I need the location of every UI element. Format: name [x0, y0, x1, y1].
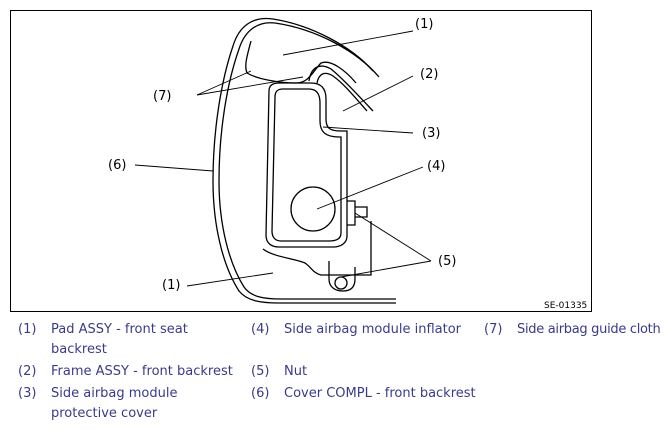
seat-diagram: (1) (2) (3) (4) (7) (6) (5) (1) SE-01335 — [108, 17, 587, 311]
lower-nut — [334, 276, 348, 290]
leader-6 — [134, 164, 214, 172]
leader-2 — [342, 75, 414, 112]
callout-5: (5) — [438, 254, 456, 269]
leader-4 — [316, 166, 424, 210]
protective-cover-inner — [271, 88, 342, 242]
backrest-outline — [212, 17, 396, 304]
figure-code: SE-01335 — [544, 301, 587, 311]
leader-5a — [354, 212, 432, 262]
leader-5b — [340, 260, 432, 278]
callout-6: (6) — [108, 158, 126, 173]
callout-2: (2) — [420, 67, 438, 82]
frame-assy-inner — [316, 72, 368, 112]
callout-1-bottom: (1) — [162, 278, 180, 293]
figure-frame: (1) (2) (3) (4) (7) (6) (5) (1) SE-01335 — [10, 10, 592, 312]
callout-4: (4) — [427, 159, 445, 174]
leader-3 — [322, 126, 414, 134]
mount-bracket — [347, 200, 356, 226]
backrest-outline-inner — [218, 22, 396, 300]
legend-text: protective cover — [51, 406, 158, 421]
callout-3: (3) — [422, 126, 440, 141]
callout-1-top: (1) — [415, 17, 433, 32]
legend-text: Frame ASSY - front backrest — [51, 364, 233, 379]
lower-frame — [328, 261, 356, 292]
legend-num: (2) — [18, 364, 37, 379]
legend-text: Cover COMPL - front backrest — [284, 386, 476, 401]
legend-num: (1) — [18, 322, 37, 337]
frame-assy — [308, 65, 374, 112]
inflator — [290, 186, 336, 232]
legend-num: (3) — [18, 386, 37, 401]
mount-stud — [355, 206, 368, 218]
callout-7: (7) — [153, 89, 171, 104]
lower-pad-contour — [262, 221, 372, 276]
protective-cover — [265, 82, 348, 248]
legend-text: backrest — [51, 342, 107, 357]
legend-text: Pad ASSY - front seat — [51, 322, 188, 337]
legend-text: Side airbag module inflator — [284, 322, 462, 337]
leader-7a — [196, 70, 252, 96]
leader-7b — [196, 76, 304, 96]
leader-1-top — [282, 30, 414, 56]
legend-text: Side airbag guide cloth — [517, 322, 661, 337]
legend-text: Side airbag module — [51, 386, 178, 401]
legend-text: Nut — [284, 364, 308, 379]
legend-num: (7) — [484, 322, 503, 337]
legend-num: (4) — [251, 322, 270, 337]
leader-1-bottom — [186, 272, 274, 287]
legend-num: (5) — [251, 364, 270, 379]
legend-num: (6) — [251, 386, 270, 401]
